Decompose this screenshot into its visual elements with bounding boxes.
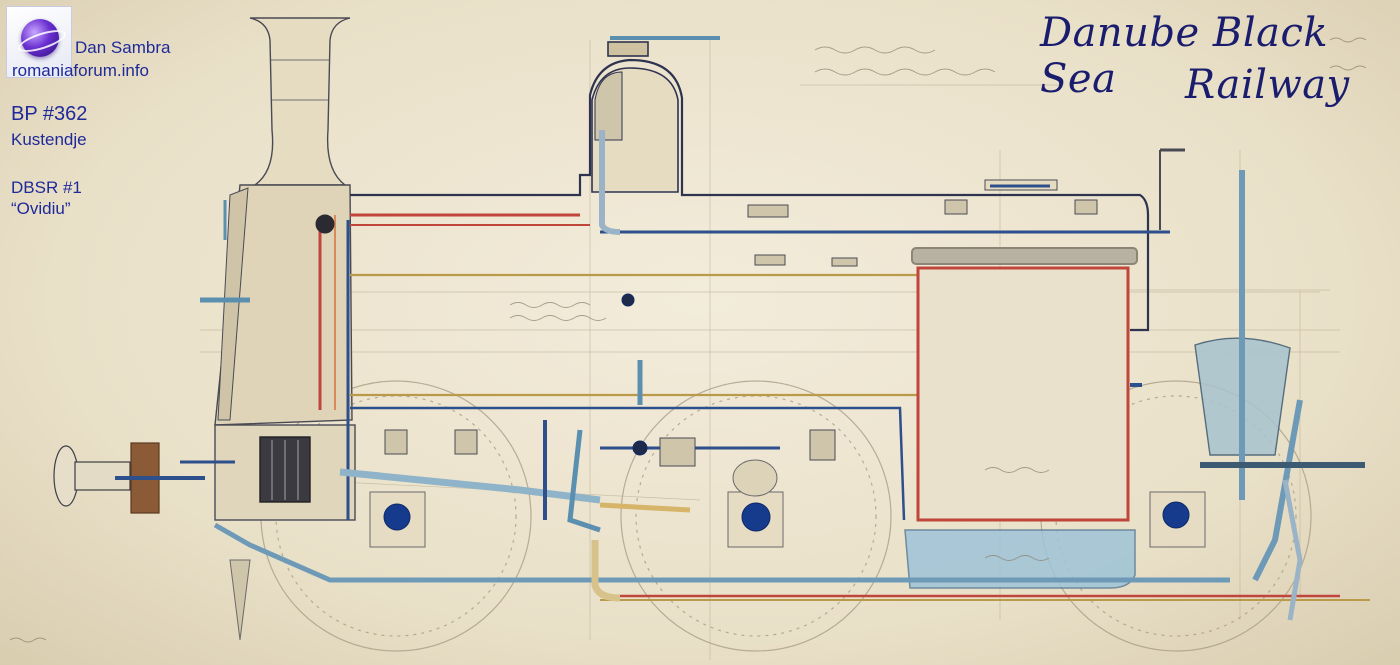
chimney	[249, 17, 351, 186]
steam-dome	[591, 36, 720, 235]
middle-axle-hub	[741, 502, 771, 532]
front-axle-hub	[383, 503, 411, 531]
dbsr-number: DBSR #1	[11, 178, 82, 197]
rear-axle-hub	[1162, 501, 1190, 529]
fittings	[384, 179, 1098, 467]
dbsr-name: “Ovidiu”	[11, 199, 71, 218]
construction-lines	[200, 40, 1340, 660]
title-line-1: Danube Black Sea	[1040, 10, 1329, 102]
bp-number: BP #362	[11, 103, 88, 125]
bp-name: Kustendje	[11, 130, 87, 149]
globe-logo-icon	[6, 6, 72, 78]
title-line-2: Railway	[1185, 62, 1350, 108]
buffer-beam	[53, 442, 235, 514]
credit-name: Dan Sambra	[75, 38, 171, 57]
smokebox	[214, 184, 356, 521]
axle-hubs	[369, 293, 1206, 548]
credit-site-link[interactable]: romaniaforum.info	[12, 61, 150, 80]
cab	[1159, 148, 1365, 582]
running-gear	[213, 360, 1370, 641]
handwritten-annotations	[9, 37, 1367, 643]
middle-wheel	[620, 380, 892, 652]
firebox	[904, 247, 1142, 589]
boiler	[350, 58, 1170, 521]
